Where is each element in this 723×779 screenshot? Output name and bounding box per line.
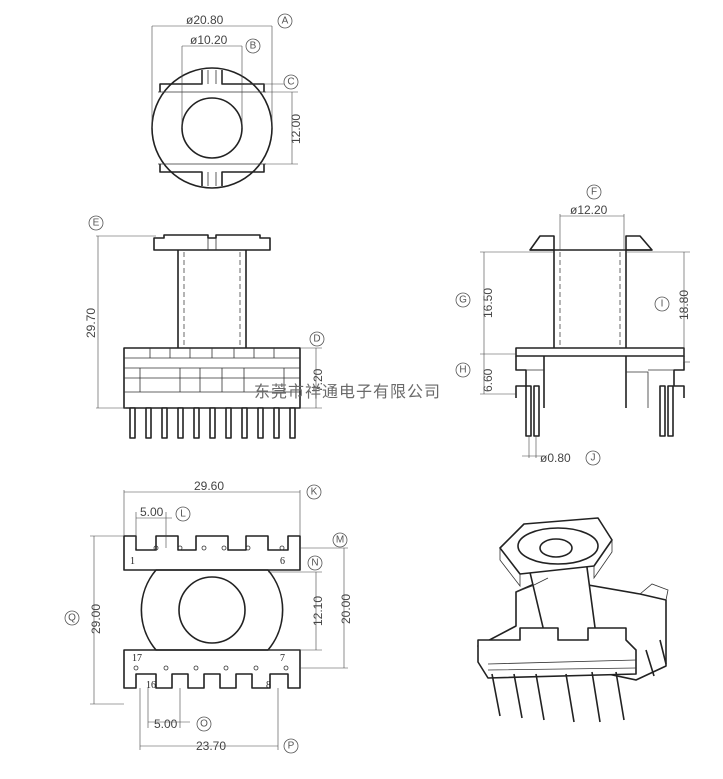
dim-D-letter: D bbox=[313, 334, 320, 345]
pin-label-17: 17 bbox=[132, 653, 142, 664]
dim-L-letter: L bbox=[180, 509, 186, 520]
pin-label-6: 6 bbox=[280, 556, 285, 567]
dim-O-letter: O bbox=[200, 719, 208, 730]
side-view: ø12.20 F G 16.50 H 6.60 I 18.80 ø0.80 J bbox=[455, 184, 691, 466]
dim-K-letter: K bbox=[311, 487, 318, 498]
dim-M-value: 20.00 bbox=[339, 594, 353, 624]
dim-D-value: 7.20 bbox=[311, 368, 325, 392]
front-view: E 29.70 D 7.20 bbox=[84, 215, 325, 439]
dim-H-value: 6.60 bbox=[481, 368, 495, 392]
dim-B-letter: B bbox=[250, 41, 257, 52]
dim-B-value: ø10.20 bbox=[190, 33, 228, 47]
pin-label-1: 1 bbox=[130, 556, 135, 567]
dim-E-value: 29.70 bbox=[84, 308, 98, 338]
dim-K-value: 29.60 bbox=[194, 479, 224, 493]
dim-Q-letter: Q bbox=[68, 613, 76, 624]
dim-C-value: 12.00 bbox=[289, 114, 303, 144]
front-pins bbox=[129, 407, 296, 439]
isometric-view bbox=[477, 517, 669, 723]
dim-A-value: ø20.80 bbox=[186, 13, 224, 27]
dim-F-value: ø12.20 bbox=[570, 203, 608, 217]
dim-A-letter: A bbox=[282, 16, 289, 27]
dim-P-letter: P bbox=[288, 741, 295, 752]
top-view: ø20.80 A ø10.20 B C 12.00 bbox=[151, 13, 303, 189]
company-watermark: 东莞市祥通电子有限公司 bbox=[254, 383, 441, 401]
pin-label-16: 16 bbox=[146, 680, 156, 691]
pin-label-8: 8 bbox=[266, 680, 271, 691]
dim-H-letter: H bbox=[459, 365, 466, 376]
dim-G-value: 16.50 bbox=[481, 288, 495, 318]
dim-E-letter: E bbox=[93, 218, 100, 229]
dim-G-letter: G bbox=[459, 295, 467, 306]
dim-M-letter: M bbox=[336, 535, 344, 546]
dim-F-letter: F bbox=[591, 187, 597, 198]
dim-P-value: 23.70 bbox=[196, 739, 226, 753]
dim-O-value: 5.00 bbox=[154, 717, 178, 731]
dim-J-value: ø0.80 bbox=[540, 451, 571, 465]
dim-N-letter: N bbox=[311, 558, 318, 569]
dim-I-value: 18.80 bbox=[677, 290, 691, 320]
dim-C-letter: C bbox=[287, 77, 294, 88]
bottom-view: 1 6 17 7 16 8 29.60 K 5.00 L M 20.00 bbox=[64, 479, 353, 754]
dim-J-letter: J bbox=[591, 453, 596, 464]
dim-Q-value: 29.00 bbox=[89, 604, 103, 634]
dim-I-letter: I bbox=[661, 299, 664, 310]
pin-label-7: 7 bbox=[280, 653, 285, 664]
dim-N-value: 12.10 bbox=[311, 596, 325, 626]
dim-L-value: 5.00 bbox=[140, 505, 164, 519]
